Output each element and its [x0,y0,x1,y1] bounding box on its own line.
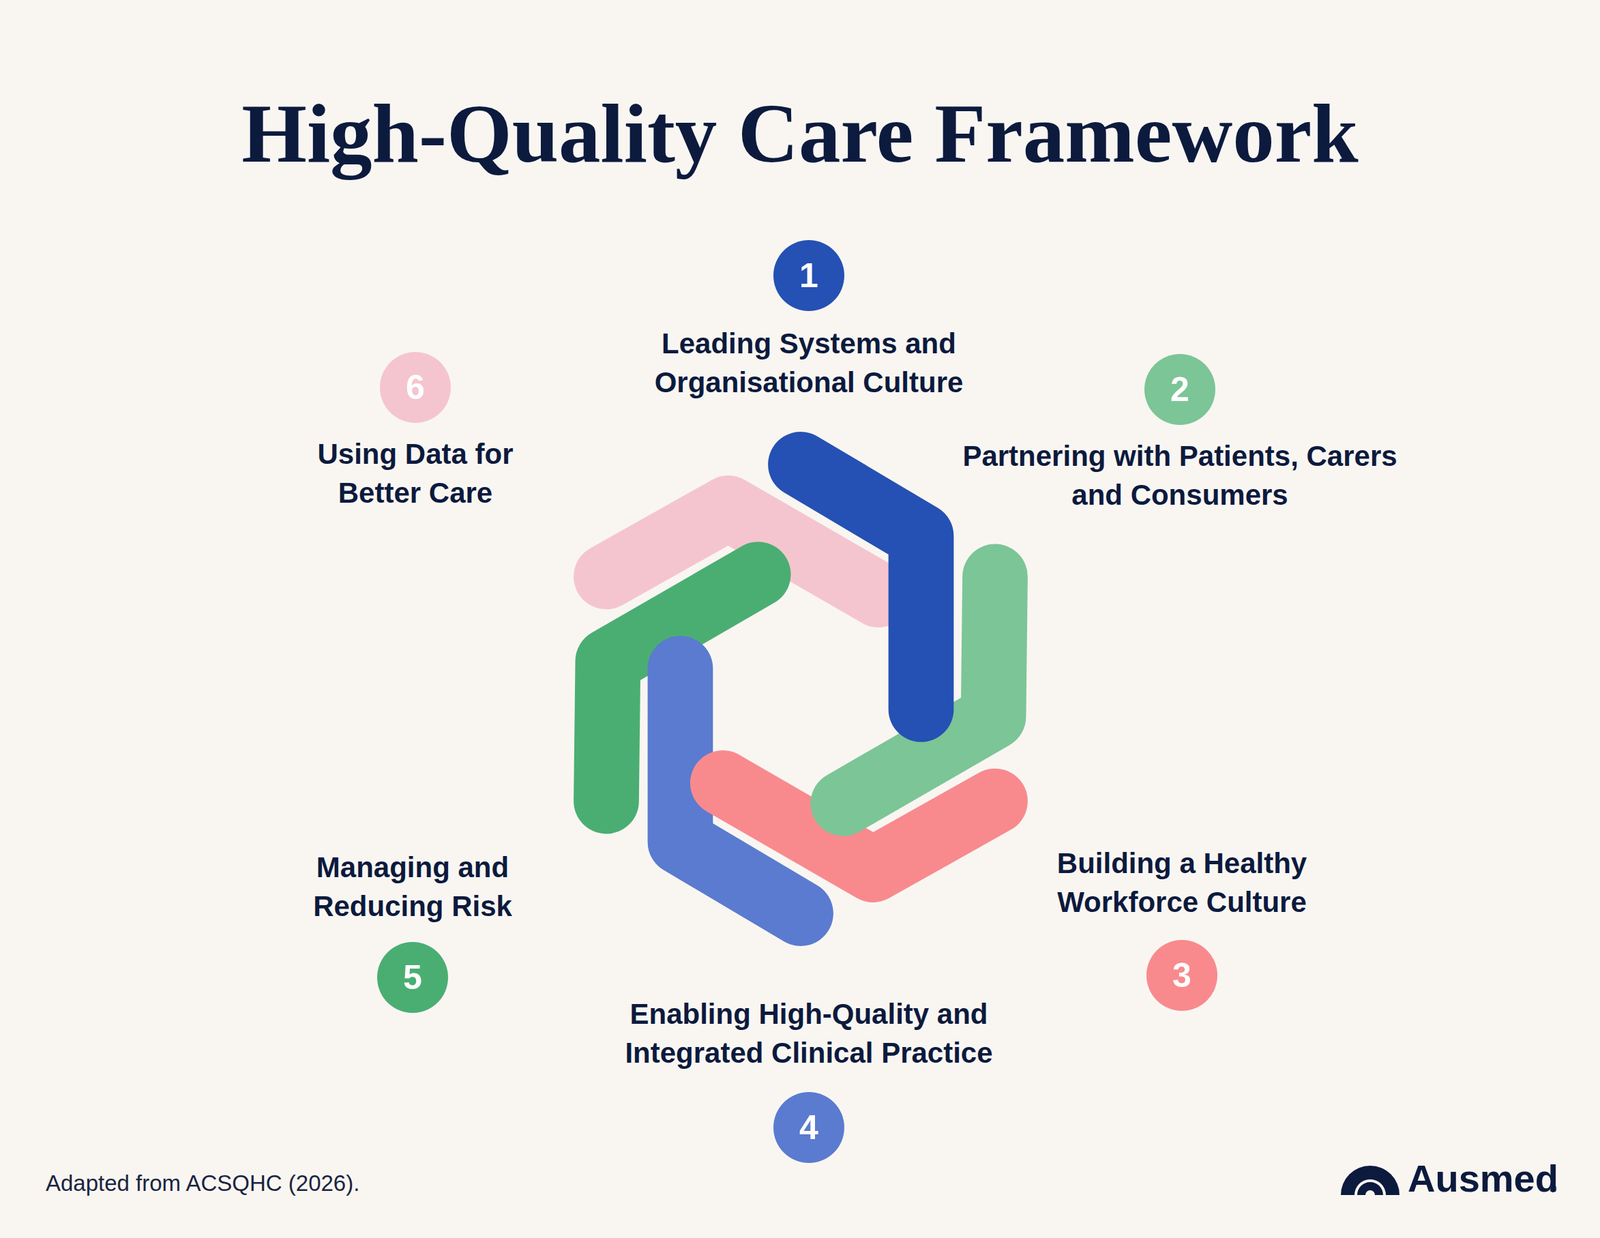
callout-number: 5 [377,941,449,1013]
brand-name: Ausmed [1407,1159,1559,1198]
dark-blue-band [800,464,922,710]
pillar-label: Building a Healthy Workforce Culture [1018,843,1346,922]
callout-number: 3 [1146,939,1218,1011]
logo-icon-inner [1357,1181,1384,1195]
pillar-label: Managing and Reducing Risk [283,847,543,926]
callout-number: 1 [773,240,845,311]
hexagon-bands [546,464,1056,914]
framework-pillar: 2Partnering with Patients, Carers and Co… [961,353,1399,515]
caption: Adapted from ACSQHC (2026). [45,1168,360,1199]
logo-icon [1340,1165,1400,1195]
green-band [546,574,819,801]
pink-band [606,472,879,700]
coral-band [722,678,996,906]
pillar-label: Using Data for Better Care [285,434,545,513]
callout-number: 2 [1144,353,1216,425]
light-green-band [782,576,1056,803]
framework-pillar: 3 Building a Healthy Workforce Culture [1018,843,1346,1011]
pillar-label: Leading Systems and Organisational Cultu… [604,323,1014,402]
pillar-label: Partnering with Patients, Carers and Con… [961,436,1399,515]
framework-pillar: 5 Managing and Reducing Risk [283,847,543,1013]
title: High-Quality Care Framework [0,83,1600,185]
framework-pillar: 1Leading Systems and Organisational Cult… [604,240,1014,402]
mid-blue-band [679,668,801,914]
callout-number: 4 [773,1091,845,1163]
pillar-label: Enabling High-Quality and Integrated Cli… [563,994,1055,1073]
framework-pillar: 6Using Data for Better Care [285,351,545,513]
registered-mark: ® [1549,1183,1557,1194]
callout-number: 6 [379,351,451,423]
framework-pillar: 4 Enabling High-Quality and Integrated Cl… [563,994,1055,1163]
